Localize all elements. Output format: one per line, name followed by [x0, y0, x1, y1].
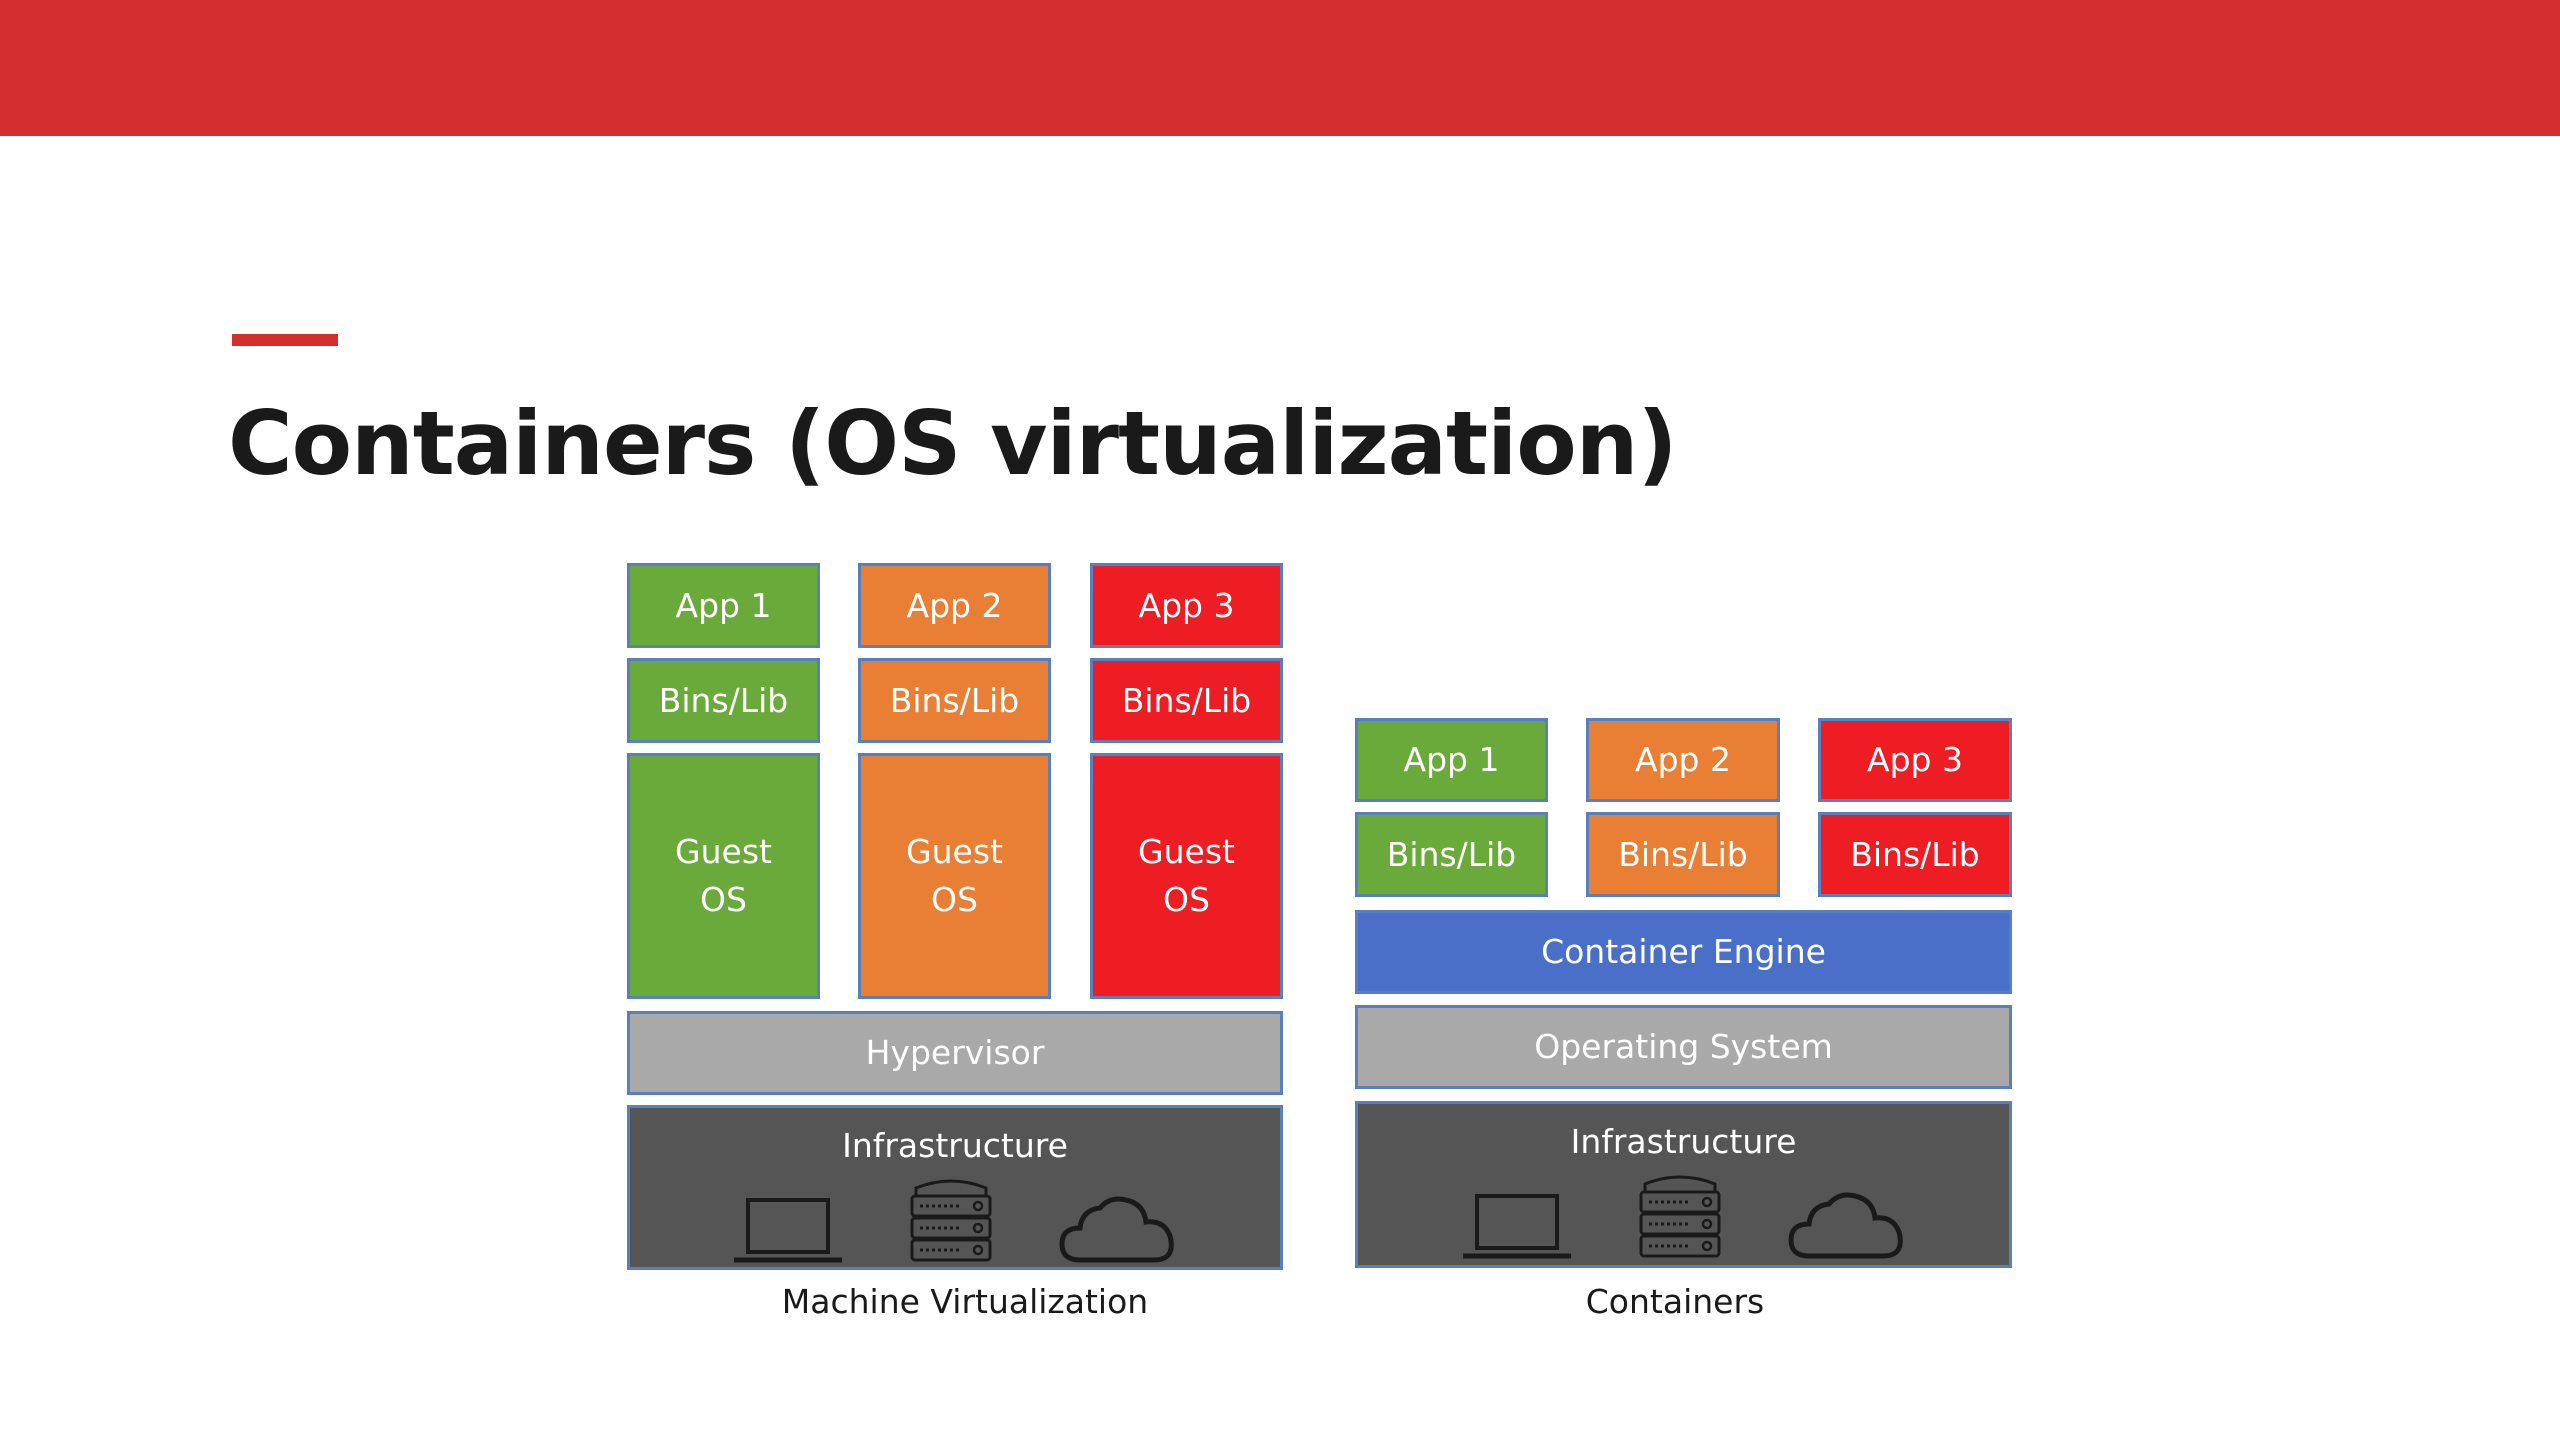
- server-icon: [906, 1178, 996, 1266]
- container-infrastructure-icons: [1461, 1174, 1907, 1262]
- vm-bins-lib-1: Bins/Lib: [627, 658, 820, 743]
- vm-bins-lib-2: Bins/Lib: [858, 658, 1051, 743]
- container-app-1: App 1: [1355, 718, 1548, 802]
- slide-title: Containers (OS virtualization): [228, 392, 1678, 495]
- vm-infrastructure-icons: [732, 1178, 1178, 1266]
- container-engine-layer: Container Engine: [1355, 910, 2012, 994]
- vm-app-2: App 2: [858, 563, 1051, 648]
- laptop-icon: [1461, 1192, 1573, 1262]
- machine-virtualization-caption: Machine Virtualization: [781, 1282, 1149, 1321]
- container-bins-lib-2: Bins/Lib: [1586, 812, 1780, 897]
- vm-bins-lib-3: Bins/Lib: [1090, 658, 1283, 743]
- vm-app-3: App 3: [1090, 563, 1283, 648]
- vm-infrastructure-layer: Infrastructure: [627, 1105, 1283, 1270]
- vm-guest-os-3: Guest OS: [1090, 753, 1283, 999]
- vm-app-1: App 1: [627, 563, 820, 648]
- container-bins-lib-3: Bins/Lib: [1818, 812, 2012, 897]
- server-icon: [1635, 1174, 1725, 1262]
- hypervisor-layer: Hypervisor: [627, 1011, 1283, 1095]
- container-infrastructure-layer: Infrastructure: [1355, 1101, 2012, 1268]
- cloud-icon: [1787, 1188, 1907, 1262]
- container-app-2: App 2: [1586, 718, 1780, 802]
- vm-guest-os-1: Guest OS: [627, 753, 820, 999]
- vm-guest-os-2: Guest OS: [858, 753, 1051, 999]
- laptop-icon: [732, 1196, 844, 1266]
- container-app-3: App 3: [1818, 718, 2012, 802]
- title-accent-line: [232, 334, 338, 346]
- containers-caption: Containers: [1585, 1282, 1765, 1321]
- container-infrastructure-label: Infrastructure: [1570, 1122, 1797, 1161]
- container-bins-lib-1: Bins/Lib: [1355, 812, 1548, 897]
- cloud-icon: [1058, 1192, 1178, 1266]
- vm-infrastructure-label: Infrastructure: [842, 1126, 1068, 1165]
- top-banner: [0, 0, 2560, 136]
- operating-system-layer: Operating System: [1355, 1005, 2012, 1089]
